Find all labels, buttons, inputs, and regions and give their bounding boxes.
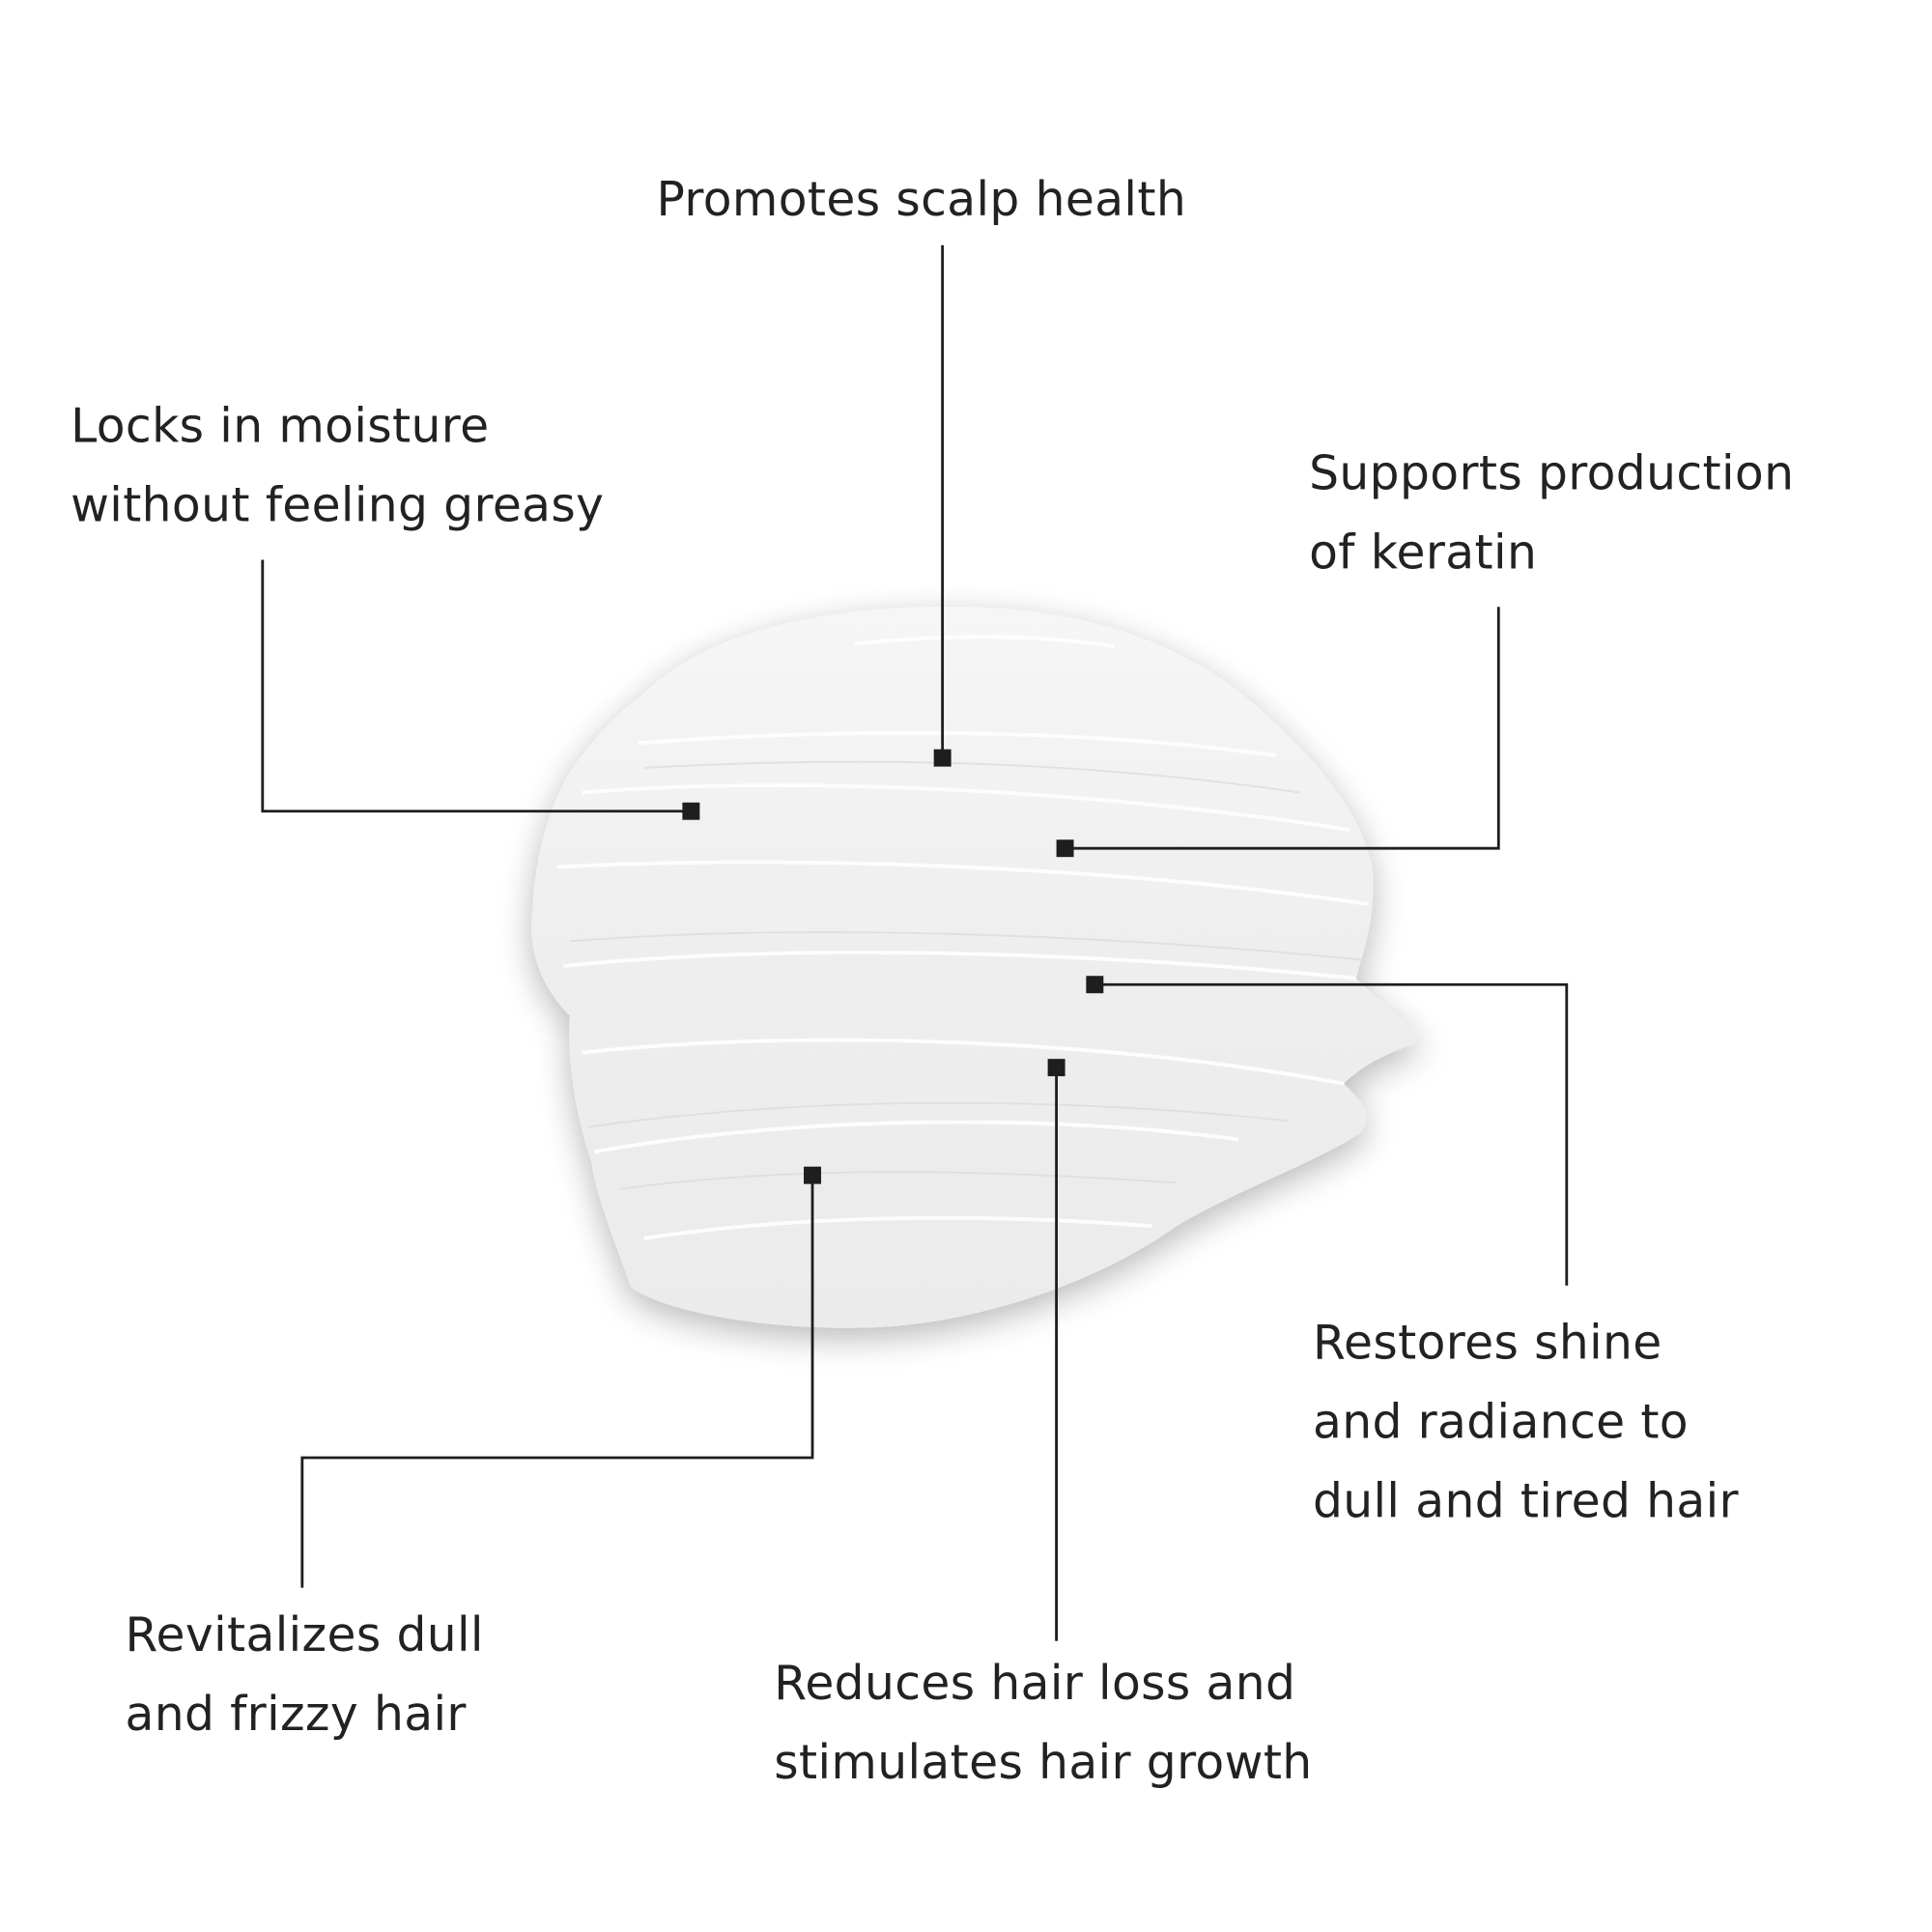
callout-hair-loss: Reduces hair loss and stimulates hair gr… <box>774 1059 1312 1790</box>
leader-line <box>1065 607 1500 850</box>
callout-label: and radiance to <box>1313 1395 1689 1449</box>
marker-square <box>682 802 700 820</box>
callout-label: Supports production <box>1309 446 1794 500</box>
callout-label: stimulates hair growth <box>774 1736 1312 1790</box>
callout-label: and frizzy hair <box>125 1688 467 1742</box>
callout-label: Reduces hair loss and <box>774 1657 1295 1711</box>
cream-swatch <box>531 606 1425 1328</box>
callout-shine: Restores shine and radiance to dull and … <box>1086 976 1740 1529</box>
marker-square <box>1047 1059 1065 1077</box>
callout-label: Promotes scalp health <box>656 173 1186 227</box>
callout-revitalize: Revitalizes dull and frizzy hair <box>125 1166 821 1742</box>
callout-label: Locks in moisture <box>71 400 489 454</box>
callout-keratin: Supports production of keratin <box>1056 446 1794 858</box>
callout-label: of keratin <box>1309 526 1537 580</box>
leader-line <box>1094 982 1569 1286</box>
marker-square <box>1086 976 1104 994</box>
callout-label: dull and tired hair <box>1313 1475 1740 1529</box>
callout-moisture: Locks in moisture without feeling greasy <box>71 400 700 820</box>
callout-label: Revitalizes dull <box>125 1608 483 1662</box>
leader-line <box>300 1175 814 1588</box>
callout-label: Restores shine <box>1313 1316 1662 1370</box>
leader-line <box>261 559 692 813</box>
callout-label: without feeling greasy <box>71 479 604 533</box>
marker-square <box>1056 839 1074 858</box>
marker-square <box>804 1166 821 1184</box>
marker-square <box>933 749 952 767</box>
callout-scalp-health: Promotes scalp health <box>656 173 1186 767</box>
